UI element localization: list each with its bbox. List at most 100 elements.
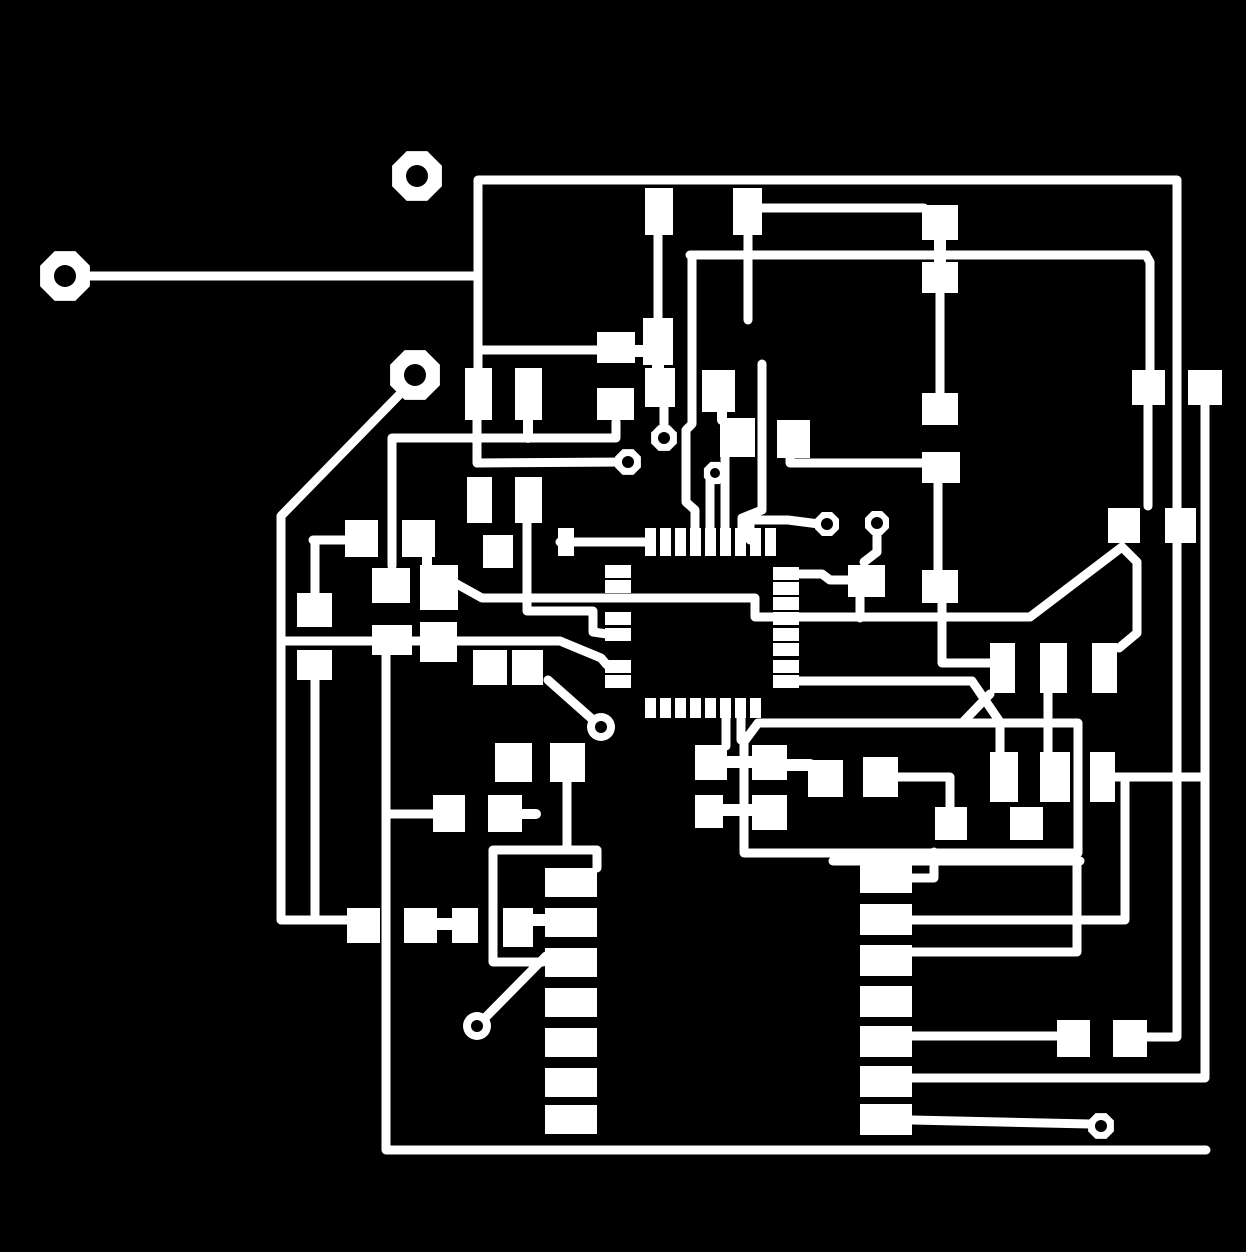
smd-pad <box>695 795 723 828</box>
smd-pad <box>752 795 787 830</box>
copper-trace <box>794 569 855 585</box>
drill-hole <box>595 721 607 733</box>
copper-trace <box>907 1115 1095 1129</box>
smd-pad <box>452 908 478 943</box>
smd-pad <box>860 986 912 1017</box>
smd-pad <box>690 698 701 718</box>
smd-pad <box>773 612 799 625</box>
smd-pad <box>605 675 631 688</box>
smd-pad <box>558 528 574 556</box>
smd-pad <box>922 262 958 293</box>
copper-trace <box>685 250 1155 377</box>
smd-pad <box>1040 643 1067 693</box>
copper-trace <box>561 845 602 873</box>
smd-pad <box>645 368 675 407</box>
smd-pad <box>690 528 701 556</box>
smd-pad <box>1108 508 1140 543</box>
smd-pad <box>372 568 410 603</box>
smd-pad <box>705 528 716 556</box>
smd-pad <box>848 565 885 597</box>
smd-pad <box>773 567 799 580</box>
smd-pad <box>512 650 543 685</box>
smd-pad <box>752 745 787 780</box>
smd-pad <box>645 188 673 235</box>
smd-pad <box>990 643 1015 693</box>
smd-pad <box>773 675 799 688</box>
drill-hole <box>404 364 426 386</box>
drill-hole <box>471 1020 483 1032</box>
smd-pad <box>433 795 465 832</box>
smd-pad <box>808 760 843 797</box>
copper-trace <box>937 595 997 668</box>
smd-pad <box>645 528 656 556</box>
smd-pad <box>515 368 542 420</box>
smd-pad <box>1113 1020 1147 1057</box>
smd-pad <box>922 570 958 603</box>
smd-pad <box>1057 1020 1090 1057</box>
smd-pad <box>765 528 776 556</box>
smd-pad <box>705 698 716 718</box>
smd-pad <box>1132 370 1165 405</box>
smd-pad <box>550 743 585 782</box>
smd-pad <box>297 593 332 627</box>
smd-pad <box>402 520 435 557</box>
smd-pad <box>675 698 686 718</box>
smd-pad <box>695 745 727 780</box>
smd-pad <box>483 535 513 568</box>
smd-pad <box>345 520 378 557</box>
smd-pad <box>605 580 631 593</box>
smd-pad <box>545 1105 597 1134</box>
smd-pad <box>733 188 762 235</box>
copper-trace <box>907 857 1082 957</box>
smd-pad <box>773 628 799 641</box>
drill-hole <box>1095 1120 1107 1132</box>
drill-hole <box>54 265 76 287</box>
copper-trace <box>472 415 633 468</box>
copper-trace <box>907 398 1210 1083</box>
smd-pad <box>720 418 755 457</box>
smd-pad <box>675 528 686 556</box>
smd-pad <box>860 1066 912 1097</box>
smd-pad <box>773 643 799 656</box>
smd-pad <box>605 628 631 641</box>
drill-hole <box>821 518 833 530</box>
smd-pad <box>720 698 731 718</box>
smd-pad <box>990 752 1018 802</box>
smd-pad <box>545 1068 597 1097</box>
copper-trace <box>472 951 551 1031</box>
smd-pad <box>495 743 532 782</box>
copper-trace <box>450 542 1127 622</box>
smd-pad <box>1092 643 1117 693</box>
smd-pad <box>720 528 731 556</box>
smd-pad <box>597 388 634 420</box>
smd-pad <box>372 625 412 655</box>
smd-pad <box>545 988 597 1017</box>
smd-pad <box>922 205 958 240</box>
smd-pad <box>777 420 810 458</box>
smd-pad <box>473 650 507 685</box>
copper-trace <box>522 515 612 639</box>
smd-pad <box>597 332 635 363</box>
smd-pad <box>735 528 746 556</box>
smd-pad <box>922 452 960 483</box>
smd-pad <box>860 1104 912 1135</box>
smd-pad <box>860 904 912 935</box>
smd-pad <box>702 370 735 412</box>
smd-pad <box>935 807 967 840</box>
smd-pad <box>420 565 458 610</box>
copper-trace <box>958 689 995 727</box>
copper-trace <box>1114 544 1142 653</box>
smd-pad <box>545 868 597 897</box>
smd-pad <box>660 528 671 556</box>
smd-pad <box>515 477 542 523</box>
copper-trace <box>739 718 1083 858</box>
copper-trace <box>859 531 882 567</box>
smd-pad <box>605 612 631 625</box>
copper-trace <box>681 250 700 545</box>
smd-pad <box>503 908 533 947</box>
smd-pad <box>750 528 761 556</box>
smd-pad <box>404 908 437 943</box>
copper-trace <box>488 777 572 967</box>
smd-pad <box>1165 508 1196 543</box>
smd-pad <box>545 908 597 937</box>
